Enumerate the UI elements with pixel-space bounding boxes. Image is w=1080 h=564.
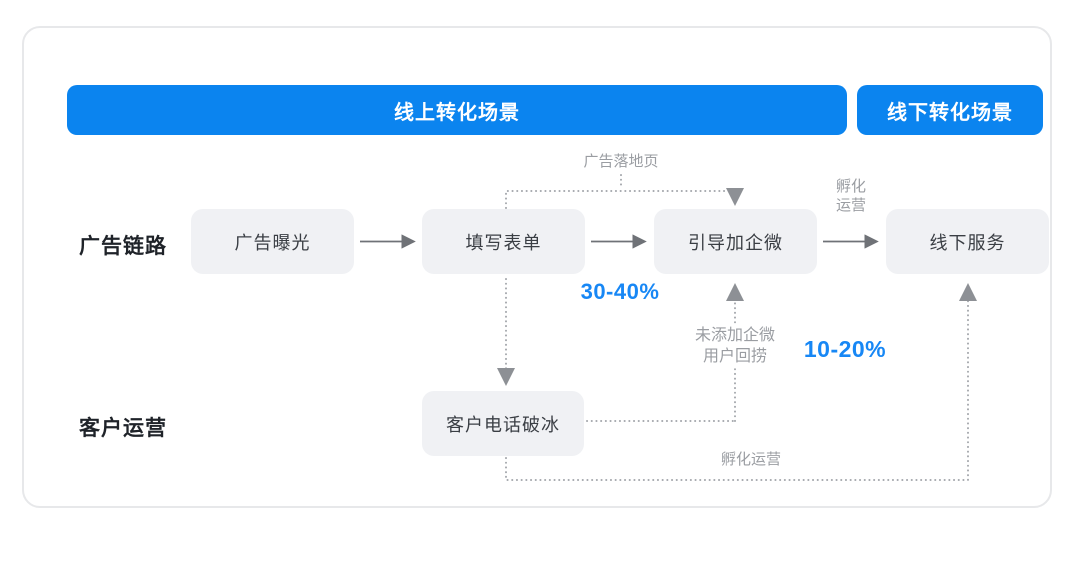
diagram-canvas: 线上转化场景 线下转化场景 广告链路 客户运营 广告曝光 填写表单 引导加企微 … [22,26,1052,508]
row-label-customer-ops: 客户运营 [79,417,167,440]
row-label-ad-chain: 广告链路 [79,235,167,258]
edge-label-recall: 未添加企微 用户回捞 [690,324,780,368]
header-online-scenario: 线上转化场景 [67,85,847,135]
node-phone-icebreaking: 客户电话破冰 [422,391,584,456]
node-fill-form: 填写表单 [422,209,585,274]
metric-form-to-wecom-rate: 30-40% [580,279,660,304]
edge-label-incubation-line2: 运营 [835,197,867,214]
edge-label-incubation-two-line: 孵化 运营 [836,177,866,215]
header-offline-scenario: 线下转化场景 [857,85,1043,135]
node-ad-exposure: 广告曝光 [191,209,354,274]
edge-label-incubation-line1: 孵化 [835,178,867,195]
edge-label-incubation-ops: 孵化运营 [720,451,782,468]
header-online-label: 线上转化场景 [394,101,520,124]
edge-label-recall-line1: 未添加企微 [694,327,776,344]
edge-label-ad-landing-page: 广告落地页 [583,153,659,170]
node-guide-add-wecom: 引导加企微 [654,209,817,274]
node-offline-service: 线下服务 [886,209,1049,274]
metric-recall-add-rate: 10-20% [803,336,887,362]
edge-label-recall-line2: 用户回捞 [702,348,768,365]
header-offline-label: 线下转化场景 [887,101,1013,124]
